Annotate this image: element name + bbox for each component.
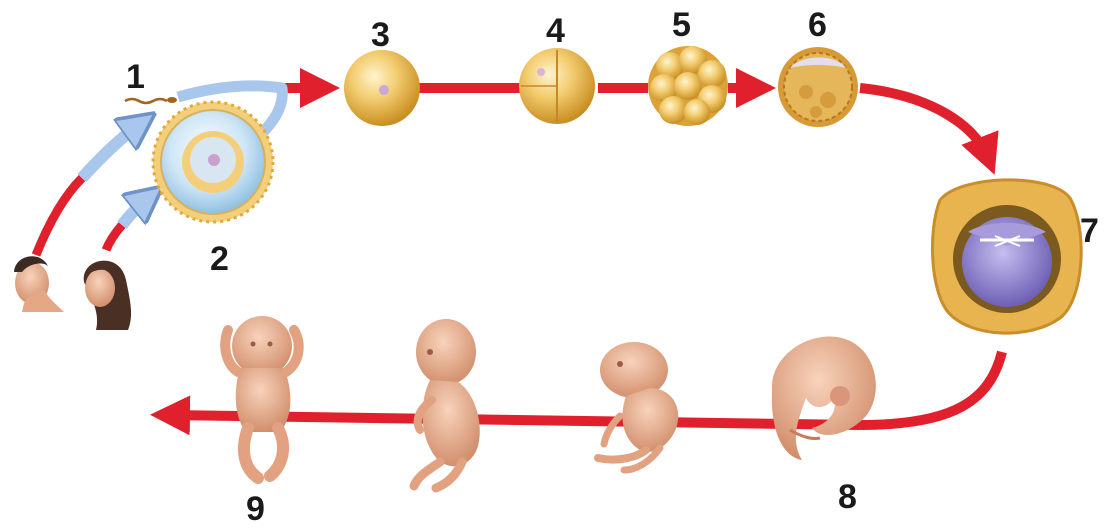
newborn-icon (225, 316, 298, 478)
label-9: 9 (246, 490, 265, 528)
label-3: 3 (371, 16, 390, 54)
development-path (168, 88, 1002, 425)
father-path-blue (82, 124, 140, 178)
mother-path-red (106, 225, 122, 250)
label-4: 4 (546, 12, 565, 50)
morula-icon (648, 46, 728, 126)
implanted-embryo-icon (932, 180, 1081, 333)
mother-head-icon (84, 261, 131, 330)
two-cell-icon (519, 48, 595, 124)
label-8: 8 (838, 478, 857, 516)
egg-cell-icon (153, 102, 273, 222)
father-path-red (36, 178, 82, 255)
blastocyst-icon (778, 47, 858, 127)
early-embryo-icon (772, 337, 876, 460)
sperm-icon (125, 99, 167, 103)
path-bottom-curve (860, 352, 1002, 425)
fetus-icon (598, 342, 678, 470)
label-1: 1 (126, 58, 145, 96)
label-2: 2 (210, 240, 229, 278)
sperm-head (167, 97, 177, 103)
father-head-icon (14, 256, 64, 312)
mother-path-blue (122, 198, 148, 225)
label-7: 7 (1080, 212, 1099, 250)
label-6: 6 (808, 6, 827, 44)
label-5: 5 (672, 6, 691, 44)
path-right-curve (860, 88, 988, 158)
zygote-icon (344, 50, 420, 126)
older-fetus-icon (414, 319, 480, 488)
